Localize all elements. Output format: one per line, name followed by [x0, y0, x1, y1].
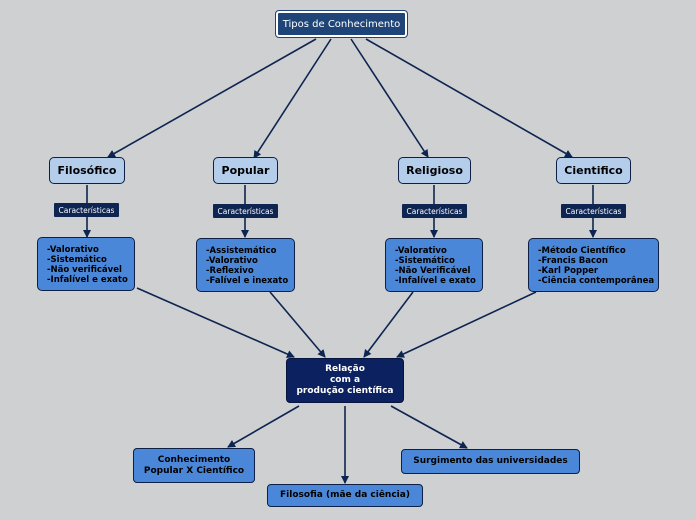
- topic-popular[interactable]: Popular: [213, 157, 278, 184]
- feature-item: -Não verificável: [47, 265, 122, 275]
- tag-label: Características: [217, 206, 274, 216]
- outcome-conhecimento[interactable]: Conhecimento Popular X Científico: [133, 448, 255, 483]
- feature-item: -Método Científico: [538, 246, 626, 256]
- center-line: Relação: [325, 364, 365, 374]
- edge-feat3-center: [363, 291, 414, 358]
- feature-item: -Reflexivo: [206, 266, 254, 276]
- feature-item: -Infalível e exato: [395, 276, 476, 286]
- edge-center-out1: [227, 405, 300, 448]
- feature-item: -Falível e inexato: [206, 276, 289, 286]
- topic-label: Popular: [221, 164, 270, 177]
- tag-caracteristicas-religioso[interactable]: Características: [402, 204, 467, 218]
- edge-root-filosofico: [107, 38, 317, 158]
- center-line: produção científica: [296, 386, 394, 396]
- outcome-line: Filosofia (mãe da ciência): [280, 490, 410, 500]
- feature-item: -Infalível e exato: [47, 275, 128, 285]
- center-node[interactable]: Relação com a produção científica: [286, 358, 404, 403]
- topic-religioso[interactable]: Religioso: [398, 157, 471, 184]
- outcome-line: Popular X Científico: [143, 465, 245, 476]
- feature-item: -Valorativo: [206, 256, 258, 266]
- edge-center-out3: [390, 405, 468, 449]
- tag-caracteristicas-filosofico[interactable]: Características: [54, 203, 119, 217]
- topic-label: Religioso: [406, 164, 463, 177]
- features-religioso[interactable]: -Valorativo -Sistemático -Não Verificáve…: [385, 238, 483, 292]
- feature-item: -Francis Bacon: [538, 256, 608, 266]
- tag-label: Características: [565, 206, 622, 216]
- edge-root-cientifico: [365, 38, 573, 158]
- edge-feat4-center: [396, 291, 537, 358]
- feature-item: -Sistemático: [47, 255, 107, 265]
- root-label: Tipos de Conhecimento: [282, 18, 401, 30]
- feature-item: -Sistemático: [395, 256, 455, 266]
- feature-item: -Ciência contemporânea: [538, 276, 655, 286]
- feature-item: -Valorativo: [395, 246, 447, 256]
- root-node[interactable]: Tipos de Conhecimento: [276, 11, 407, 37]
- feature-item: -Valorativo: [47, 245, 99, 255]
- tag-caracteristicas-cientifico[interactable]: Características: [561, 204, 626, 218]
- tag-caracteristicas-popular[interactable]: Características: [213, 204, 278, 218]
- center-line: com a: [329, 375, 361, 385]
- edge-root-popular: [253, 38, 332, 159]
- topic-label: Filosófico: [57, 164, 117, 177]
- features-popular[interactable]: -Assistemático -Valorativo -Reflexivo -F…: [196, 238, 295, 292]
- feature-item: -Não Verificável: [395, 266, 471, 276]
- feature-item: -Assistemático: [206, 246, 277, 256]
- edge-feat1-center: [136, 287, 295, 358]
- outcome-line: Conhecimento: [157, 454, 231, 465]
- topic-label: Cientifico: [564, 164, 623, 177]
- topic-filosofico[interactable]: Filosófico: [49, 157, 125, 184]
- edge-feat2-center: [269, 291, 326, 358]
- topic-cientifico[interactable]: Cientifico: [556, 157, 631, 184]
- feature-item: -Karl Popper: [538, 266, 599, 276]
- features-filosofico[interactable]: -Valorativo -Sistemático -Não verificáve…: [37, 237, 135, 291]
- outcome-universidades[interactable]: Surgimento das universidades: [401, 449, 580, 474]
- outcome-line: Surgimento das universidades: [413, 456, 568, 466]
- edge-root-religioso: [350, 38, 429, 158]
- outcome-filosofia[interactable]: Filosofia (mãe da ciência): [267, 484, 423, 507]
- tag-label: Características: [58, 205, 115, 215]
- tag-label: Características: [406, 206, 463, 216]
- features-cientifico[interactable]: -Método Científico -Francis Bacon -Karl …: [528, 238, 659, 292]
